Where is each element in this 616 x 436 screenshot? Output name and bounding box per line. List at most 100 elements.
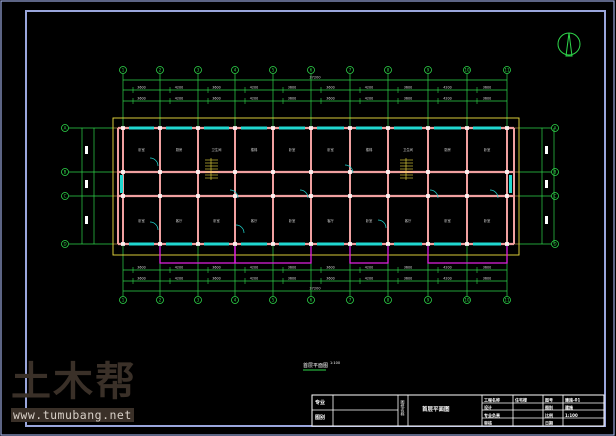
room-label-north: 卧室 [289, 147, 296, 152]
title-block-cell: 工程名称 [484, 397, 500, 403]
room-label-south: 卧室 [484, 218, 491, 223]
axis-bubble-bottom [346, 296, 354, 304]
dimension-lines: 37200 3600 4200 3600 4200 3600 3600 4200 3600 420… [81, 76, 555, 292]
window-north [394, 126, 422, 130]
building-outline [112, 117, 520, 256]
room-label-south: 卧室 [213, 218, 220, 223]
axis-label-top: 9 [427, 68, 430, 73]
title-block-cell: 1:100 [565, 413, 578, 418]
dimension-text: 4200 [443, 86, 451, 90]
plan-scale: 1:100 [330, 361, 340, 365]
axis-label-side: C [554, 194, 557, 199]
axis-label-top: 1 [122, 68, 125, 73]
axis-bubble-side [551, 124, 559, 132]
door-swing [429, 189, 439, 199]
dimension-text: 3600 [404, 86, 412, 90]
axis-label-bottom: 1 [122, 298, 125, 303]
title-block-label: 图纸名称 [401, 399, 406, 417]
dimension-text: 3600 [212, 86, 220, 90]
room-label-south: 卧室 [138, 218, 145, 223]
dimension-text: 3600 [212, 266, 220, 270]
column [271, 126, 275, 130]
axis-bubble-side [61, 168, 69, 176]
axis-label-top: 3 [197, 68, 200, 73]
dimension-text: 3600 [288, 277, 296, 281]
title-block-label: 图别 [315, 414, 325, 421]
side-dimension-text [85, 216, 88, 224]
dimension-text: 3600 [326, 277, 334, 281]
column [465, 170, 469, 174]
title-block-cell: 建施-01 [565, 397, 580, 403]
axis-bubble-top [503, 66, 511, 74]
dimension-text: 3600 [404, 277, 412, 281]
axis-bubble-side [551, 192, 559, 200]
window-north [279, 126, 305, 130]
balcony [349, 246, 389, 264]
overall-dimension-text: 37200 [309, 287, 320, 291]
column [196, 126, 200, 130]
axis-label-top: 5 [272, 68, 275, 73]
plan-title: 首层平面图 [303, 362, 328, 369]
column [271, 242, 275, 246]
room-label-south: 客厅 [176, 218, 183, 223]
door-swing [299, 189, 309, 199]
dimension-text: 3600 [212, 277, 220, 281]
dimension-text: 3600 [404, 97, 412, 101]
column [121, 126, 125, 130]
door-swing [344, 164, 354, 174]
axis-bubble-bottom [307, 296, 315, 304]
column [196, 242, 200, 246]
axis-bubble-bottom [119, 296, 127, 304]
axis-label-bottom: 6 [310, 298, 313, 303]
column [121, 242, 125, 246]
dimension-text: 4200 [250, 277, 258, 281]
axis-bubble-bottom [156, 296, 164, 304]
dimension-text: 4200 [365, 266, 373, 270]
title-block-cell: 日期 [545, 420, 553, 426]
column [309, 242, 313, 246]
window-north [204, 126, 229, 130]
door-swing [377, 219, 387, 229]
room-label-north: 卫生间 [212, 147, 222, 152]
axis-label-side: B [554, 170, 557, 175]
door-swing [149, 157, 159, 167]
window-south [166, 242, 192, 246]
axis-label-side: B [64, 170, 67, 175]
window-north [166, 126, 192, 130]
column [233, 194, 237, 198]
window-west [120, 175, 123, 193]
window-north [317, 126, 344, 130]
window-south [129, 242, 154, 246]
room-label-north: 卧室 [327, 147, 334, 152]
title-block-cell: 图别 [545, 404, 553, 410]
room-label-north: 楼梯 [366, 147, 373, 152]
axis-label-bottom: 11 [504, 298, 510, 303]
side-dimension-text [545, 180, 548, 188]
title-block-label: 专业 [315, 399, 325, 406]
window-south [279, 242, 305, 246]
axis-label-bottom: 2 [159, 298, 162, 303]
window-north [241, 126, 267, 130]
room-label-south: 卧室 [366, 218, 373, 223]
axis-bubble-bottom [384, 296, 392, 304]
column [158, 242, 162, 246]
dimension-text: 4200 [175, 86, 183, 90]
axis-label-top: 8 [387, 68, 390, 73]
axis-bubble-side [61, 124, 69, 132]
window-south [356, 242, 382, 246]
axis-bubble-top [119, 66, 127, 74]
dimension-text: 3600 [326, 86, 334, 90]
column [426, 194, 430, 198]
dimension-text: 3600 [288, 266, 296, 270]
axis-label-top: 6 [310, 68, 313, 73]
side-dimension-text [545, 146, 548, 154]
column [348, 170, 352, 174]
balcony [159, 246, 236, 264]
drawing-name: 首层平面图 [422, 405, 450, 413]
balcony [427, 246, 508, 264]
axis-label-top: 11 [504, 68, 510, 73]
room-label-south: 客厅 [251, 218, 258, 223]
column [233, 170, 237, 174]
axis-bubble-top [194, 66, 202, 74]
